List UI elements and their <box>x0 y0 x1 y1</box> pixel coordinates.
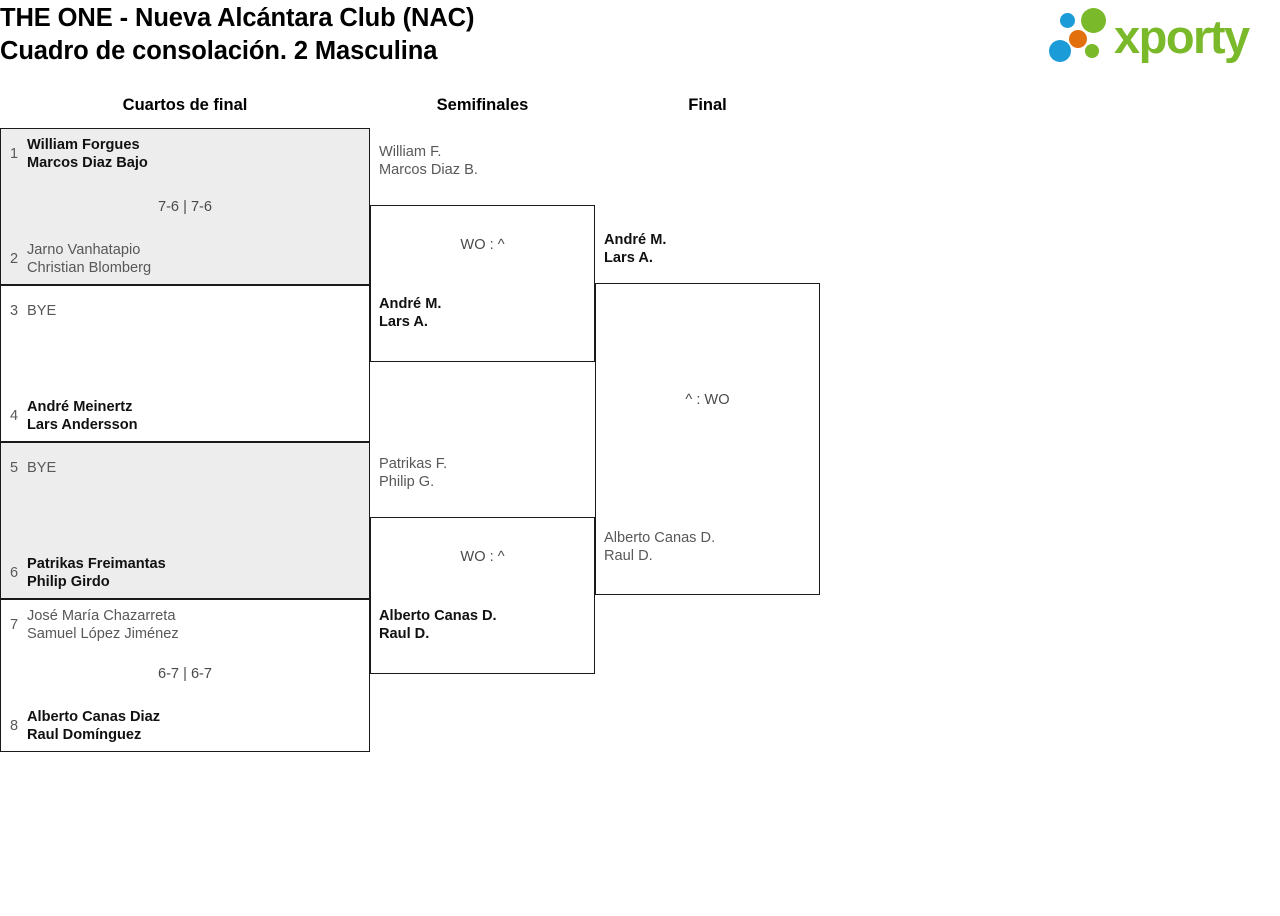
match-score: WO : ^ <box>460 549 505 565</box>
page-header: THE ONE - Nueva Alcántara Club (NAC) Cua… <box>0 0 1280 86</box>
logo-dot-green-small-icon <box>1085 44 1099 58</box>
player-name: André M. <box>604 232 667 248</box>
player-name: BYE <box>27 460 57 476</box>
player-name: Alberto Canas Diaz <box>27 709 160 725</box>
column-header-quarterfinals: Cuartos de final <box>122 96 248 114</box>
player-name: Lars A. <box>604 250 653 266</box>
logo-dot-green-large-icon <box>1081 8 1106 33</box>
seed-number: 5 <box>9 460 19 476</box>
player-names: Alberto Canas D. Raul D. <box>596 529 819 565</box>
match-r1-4-bottom-slot[interactable]: 8 Alberto Canas Diaz Raul Domínguez <box>1 701 369 751</box>
match-r3-1-bottom-slot[interactable]: Alberto Canas D. Raul D. <box>596 522 819 572</box>
seed-number: 3 <box>9 303 19 319</box>
match-r1-3-bottom-slot[interactable]: 6 Patrikas Freimantas Philip Girdo <box>1 548 369 598</box>
player-names: BYE <box>27 302 369 320</box>
logo-dot-orange-icon <box>1069 30 1087 48</box>
page-title: THE ONE - Nueva Alcántara Club (NAC) Cua… <box>0 2 900 68</box>
player-name: Marcos Diaz Bajo <box>27 155 148 171</box>
player-name: Patrikas Freimantas <box>27 556 166 572</box>
player-names: William F. Marcos Diaz B. <box>371 143 594 179</box>
player-name: André M. <box>379 296 442 312</box>
seed-number: 4 <box>9 408 19 424</box>
player-names: BYE <box>27 459 369 477</box>
player-name: Christian Blomberg <box>27 260 152 276</box>
match-r2-1-bottom-slot[interactable]: André M. Lars A. <box>371 288 594 338</box>
player-names: Jarno Vanhatapio Christian Blomberg <box>27 241 369 277</box>
match-r1-2[interactable]: 3 BYE 4 André Meinertz Lars Andersson <box>0 285 370 442</box>
player-names: Patrikas Freimantas Philip Girdo <box>27 555 369 591</box>
match-r3-1-top-slot[interactable]: André M. Lars A. <box>596 224 819 274</box>
match-r1-3-top-slot[interactable]: 5 BYE <box>1 443 369 493</box>
match-r1-3[interactable]: 5 BYE 6 Patrikas Freimantas Philip Girdo <box>0 442 370 599</box>
match-r1-4[interactable]: 7 José María Chazarreta Samuel López Jim… <box>0 599 370 752</box>
player-names: André M. Lars A. <box>596 231 819 267</box>
player-name: Alberto Canas D. <box>604 530 716 546</box>
match-score: ^ : WO <box>685 392 730 408</box>
xporty-logo[interactable]: xporty <box>1048 8 1278 66</box>
player-name: Lars Andersson <box>27 417 138 433</box>
player-name: Philip G. <box>379 474 435 490</box>
player-name: Patrikas F. <box>379 456 448 472</box>
player-names: Alberto Canas D. Raul D. <box>371 607 594 643</box>
player-name: BYE <box>27 303 57 319</box>
match-score: 6-7 | 6-7 <box>157 666 213 682</box>
bracket-subtitle: Cuadro de consolación. 2 Masculina <box>0 37 438 65</box>
player-name: Jarno Vanhatapio <box>27 242 141 258</box>
player-name: Marcos Diaz B. <box>379 162 478 178</box>
seed-number: 2 <box>9 251 19 267</box>
seed-number: 6 <box>9 565 19 581</box>
match-r2-2-top-slot[interactable]: Patrikas F. Philip G. <box>371 448 594 498</box>
player-name: William Forgues <box>27 137 140 153</box>
player-name: Alberto Canas D. <box>379 608 497 624</box>
match-r2-1[interactable]: William F. Marcos Diaz B. WO : ^ André M… <box>370 144 595 362</box>
logo-dots-icon <box>1048 8 1120 66</box>
seed-number: 8 <box>9 718 19 734</box>
match-r1-4-top-slot[interactable]: 7 José María Chazarreta Samuel López Jim… <box>1 600 369 650</box>
player-name: Raul D. <box>379 626 430 642</box>
player-names: William Forgues Marcos Diaz Bajo <box>27 136 369 172</box>
tournament-name: THE ONE - Nueva Alcántara Club (NAC) <box>0 4 475 32</box>
player-name: Raul D. <box>604 548 653 564</box>
player-name: Samuel López Jiménez <box>27 626 179 642</box>
match-r1-1[interactable]: 1 William Forgues Marcos Diaz Bajo 7-6 |… <box>0 128 370 285</box>
seed-number: 1 <box>9 146 19 162</box>
player-names: André Meinertz Lars Andersson <box>27 398 369 434</box>
match-r2-2-bottom-slot[interactable]: Alberto Canas D. Raul D. <box>371 600 594 650</box>
player-name: José María Chazarreta <box>27 608 176 624</box>
player-names: André M. Lars A. <box>371 295 594 331</box>
player-name: Lars A. <box>379 314 428 330</box>
match-r1-1-top-slot[interactable]: 1 William Forgues Marcos Diaz Bajo <box>1 129 369 179</box>
player-names: Alberto Canas Diaz Raul Domínguez <box>27 708 369 744</box>
logo-dot-blue-large-icon <box>1049 40 1071 62</box>
player-names: Patrikas F. Philip G. <box>371 455 594 491</box>
match-r1-1-bottom-slot[interactable]: 2 Jarno Vanhatapio Christian Blomberg <box>1 234 369 284</box>
logo-dot-blue-small-icon <box>1060 13 1075 28</box>
match-r1-2-bottom-slot[interactable]: 4 André Meinertz Lars Andersson <box>1 391 369 441</box>
player-names: José María Chazarreta Samuel López Jimén… <box>27 607 369 643</box>
seed-number: 7 <box>9 617 19 633</box>
match-r2-1-top-slot[interactable]: William F. Marcos Diaz B. <box>371 136 594 186</box>
player-name: Raul Domínguez <box>27 727 142 743</box>
column-header-semifinals: Semifinales <box>436 96 529 114</box>
player-name: William F. <box>379 144 442 160</box>
logo-wordmark: xporty <box>1114 10 1250 63</box>
match-r2-2[interactable]: Patrikas F. Philip G. WO : ^ Alberto Can… <box>370 456 595 674</box>
player-name: Philip Girdo <box>27 574 110 590</box>
match-r3-1[interactable]: André M. Lars A. ^ : WO Alberto Canas D.… <box>595 232 820 595</box>
match-score: 7-6 | 7-6 <box>157 199 213 215</box>
match-score: WO : ^ <box>460 237 505 253</box>
match-r1-2-top-slot[interactable]: 3 BYE <box>1 286 369 336</box>
column-header-final: Final <box>688 96 727 114</box>
player-name: André Meinertz <box>27 399 133 415</box>
